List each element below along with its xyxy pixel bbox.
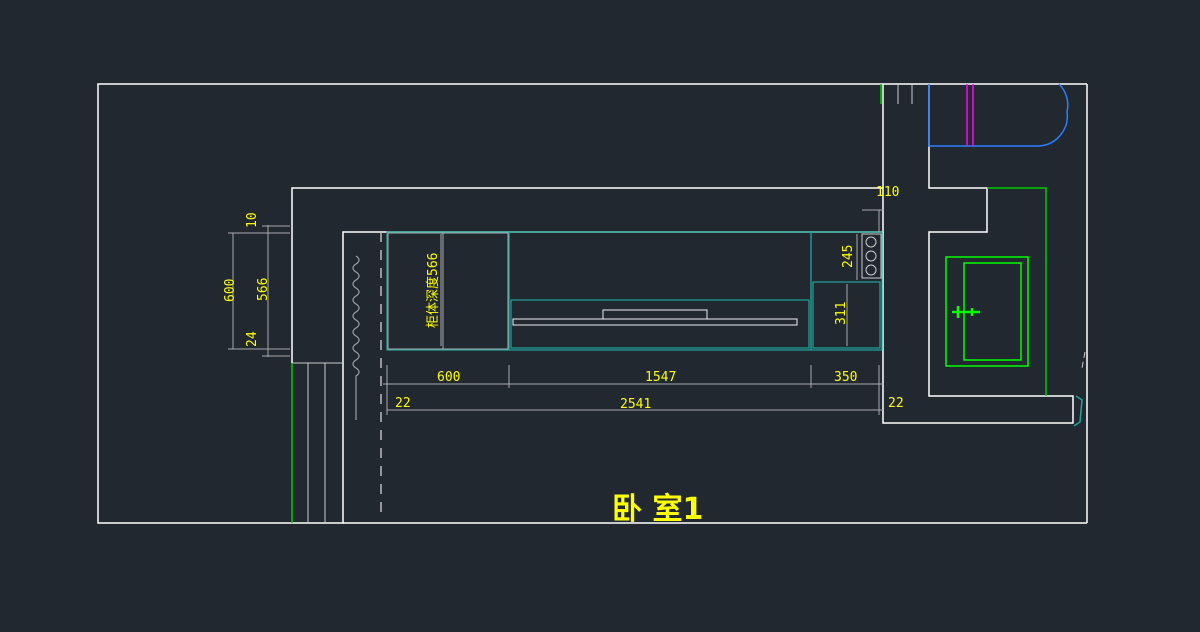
cabinet-outline (386, 231, 883, 351)
dim-566: 566 (256, 278, 271, 301)
dim-1547: 1547 (645, 370, 676, 385)
sink-icon (945, 256, 1029, 367)
door-stub-lines (897, 84, 1086, 369)
dim-600-vertical: 600 (223, 279, 238, 302)
dim-600: 600 (437, 370, 460, 385)
dim-24: 24 (245, 331, 260, 347)
wardrobe-icon (928, 83, 1069, 147)
dim-22-left: 22 (395, 396, 411, 411)
bathroom-green-lines (880, 84, 1047, 396)
cabinet-depth-note: 柜体深度566 (425, 253, 441, 328)
dim-10: 10 (245, 212, 260, 228)
socket-icon (861, 233, 882, 279)
dim-311: 311 (834, 302, 849, 325)
accent-lines (966, 84, 974, 146)
dim-245: 245 (841, 245, 856, 268)
dim-350: 350 (834, 370, 857, 385)
dim-2541: 2541 (620, 397, 651, 412)
small-green-marker (1073, 395, 1083, 427)
cabinet-drawer (602, 309, 708, 320)
dimension-lines (228, 209, 884, 415)
room-walls (97, 83, 1088, 524)
cabinet-handle-bar (512, 318, 798, 326)
dim-22-right: 22 (888, 396, 904, 411)
dim-110: 110 (876, 185, 899, 200)
door-frame-lines (292, 362, 343, 523)
room-label: 卧 室1 (612, 492, 703, 527)
curtain-symbol (352, 255, 360, 420)
